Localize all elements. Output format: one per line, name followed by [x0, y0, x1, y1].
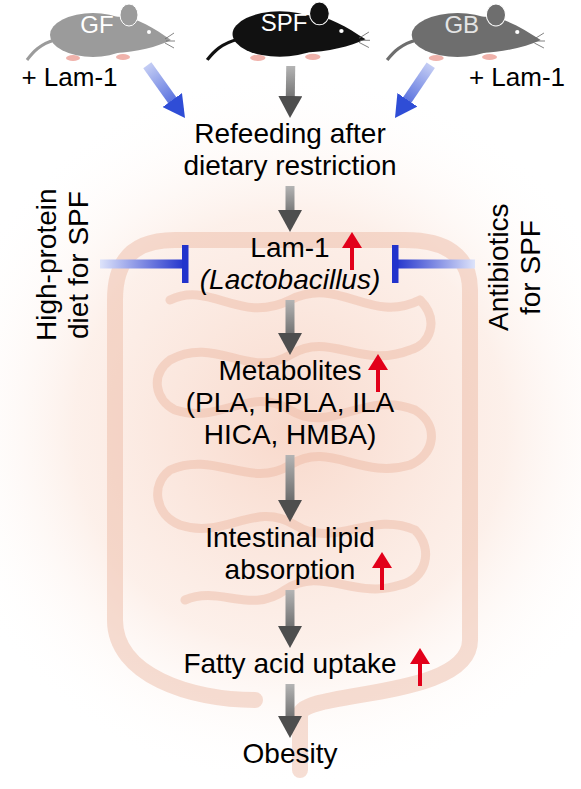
- increase-arrow-head: [368, 354, 388, 370]
- mouse-tail: [207, 39, 238, 60]
- mouse-group: GF: [25, 2, 175, 62]
- process-step: Obesity: [190, 738, 390, 770]
- rotated-text-wrap: High-protein diet for SPF: [31, 179, 95, 351]
- process-step: Fatty acid uptake: [160, 648, 420, 680]
- mouse-tail: [387, 40, 417, 60]
- flow-arrow: [286, 300, 295, 335]
- flow-arrow: [286, 684, 295, 718]
- flow-arrow: [147, 65, 173, 101]
- mouse-ear: [486, 4, 505, 26]
- mouse-ear: [120, 4, 138, 26]
- mouse-whiskers: [359, 32, 370, 48]
- mouse-tail: [27, 40, 55, 60]
- intestine-outline: [115, 240, 470, 770]
- treatment-label: Antibiotics for SPF: [475, 180, 555, 355]
- mouse-group: GB: [385, 2, 545, 62]
- flow-arrow: [286, 455, 295, 502]
- mouse-foot: [305, 54, 320, 60]
- flow-arrow: [406, 65, 431, 101]
- mouse-group: SPF: [205, 0, 370, 62]
- step-text: Obesity: [190, 738, 390, 770]
- inhibition-connector: [100, 260, 185, 269]
- step-text: Lam-1: [185, 232, 395, 264]
- step-text: (PLA, HPLA, ILA HICA, HMBA): [170, 387, 410, 451]
- mouse-foot: [116, 54, 130, 60]
- mouse-whiskers: [165, 33, 175, 48]
- group-label: GB: [414, 12, 510, 38]
- step-text: High-protein diet for SPF: [31, 179, 95, 351]
- mouse-eye: [147, 30, 151, 34]
- increase-arrow-head: [342, 232, 362, 248]
- mouse-foot: [482, 54, 497, 60]
- mouse-foot: [66, 55, 80, 61]
- increase-arrow-head: [372, 552, 392, 568]
- edge-label: + Lam-1: [12, 62, 127, 92]
- process-step: Lam-1(Lactobacillus): [185, 232, 395, 296]
- group-label: SPF: [235, 10, 334, 36]
- flow-arrow: [286, 590, 295, 628]
- large-intestine: [115, 240, 470, 770]
- step-text: Fatty acid uptake: [160, 648, 420, 680]
- edge-label: + Lam-1: [458, 62, 576, 92]
- flow-arrow: [286, 186, 295, 212]
- mouse-foot: [250, 55, 265, 61]
- step-text: Refeeding after dietary restriction: [165, 118, 415, 182]
- step-text: Metabolites: [170, 355, 410, 387]
- mouse-whiskers: [534, 33, 545, 48]
- group-label: GF: [52, 12, 142, 38]
- mouse-eye: [339, 29, 343, 33]
- process-step: Metabolites(PLA, HPLA, ILA HICA, HMBA): [170, 355, 410, 451]
- step-text: Intestinal lipid absorption: [180, 522, 400, 586]
- small-intestine: [157, 293, 431, 601]
- process-step: Refeeding after dietary restriction: [165, 118, 415, 182]
- mouse-foot: [429, 55, 444, 61]
- step-text: (Lactobacillus): [185, 264, 395, 296]
- process-step: Intestinal lipid absorption: [180, 522, 400, 586]
- treatment-label: High-protein diet for SPF: [25, 165, 100, 365]
- rotated-text-wrap: Antibiotics for SPF: [483, 195, 547, 340]
- flow-arrow: [286, 66, 295, 98]
- increase-arrows: [342, 232, 430, 686]
- step-text: Antibiotics for SPF: [483, 195, 547, 340]
- inhibition-connector: [395, 260, 475, 269]
- increase-arrow-head: [410, 648, 430, 664]
- mouse-ear: [310, 2, 330, 25]
- mouse-eye: [515, 30, 519, 34]
